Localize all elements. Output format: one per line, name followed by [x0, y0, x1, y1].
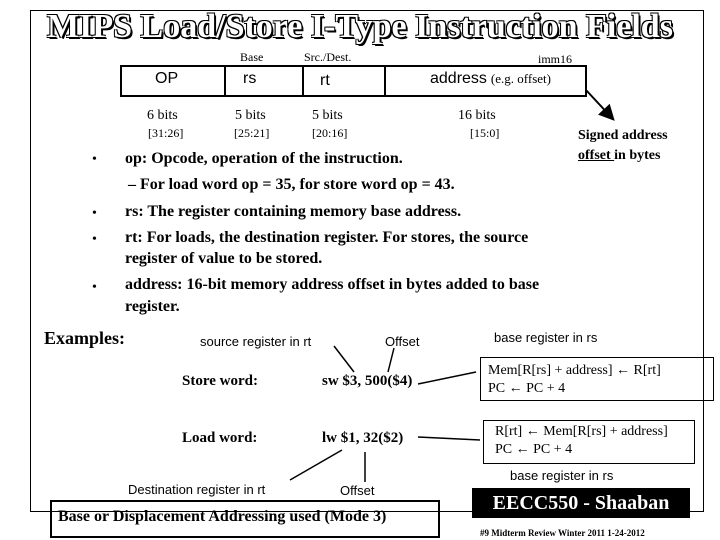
field-address-note: (e.g. offset) [490, 71, 551, 86]
bullet-dot: • [92, 232, 97, 247]
load-semantics-line1: R[rt] ← Mem[R[rs] + address] [495, 424, 668, 439]
bullet-rs: rs: The register containing memory base … [125, 203, 462, 220]
store-word-code: sw $3, 500($4) [322, 373, 413, 389]
load-semantics-box [483, 420, 695, 464]
range-rt: [20:16] [312, 126, 348, 140]
field-rs: rs [243, 70, 257, 87]
signed-address-arrow [585, 89, 615, 121]
field-address: address (e.g. offset) [430, 70, 551, 88]
slide-frame [30, 10, 704, 512]
bits-op: 6 bits [147, 108, 178, 123]
load-semantics-line2: PC ← PC + 4 [495, 442, 573, 457]
bullet-rt-cont: register of value to be stored. [125, 250, 323, 267]
offset-label-top: Offset [385, 334, 420, 349]
bullet-address: address: 16-bit memory address offset in… [125, 276, 540, 293]
bullet-address-cont: register. [125, 298, 180, 315]
range-address: [15:0] [470, 126, 500, 140]
field-divider [224, 67, 226, 95]
slide-title: MIPS Load/Store I-Type Instruction Field… [47, 8, 673, 45]
bits-rs: 5 bits [235, 108, 266, 123]
store-word-label: Store word: [182, 373, 258, 389]
store-semantics-line1: Mem[R[rs] + address] ← R[rt] [488, 363, 661, 378]
header-src-dest: Src./Dest. [304, 50, 352, 64]
store-semantics-line2: PC ← PC + 4 [488, 381, 566, 396]
bullet-dot: • [92, 206, 97, 221]
load-word-code: lw $1, 32($2) [322, 430, 404, 446]
signed-note-inbytes: in bytes [614, 148, 661, 163]
field-op: OP [155, 70, 179, 87]
load-word-label: Load word: [182, 430, 258, 446]
instruction-format-box [120, 65, 587, 97]
store-to-semantics-connector [417, 371, 477, 385]
course-brand: EECC550 - Shaaban [472, 488, 690, 518]
offset-top-connector [387, 347, 395, 373]
bullet-dot: • [92, 280, 97, 295]
base-register-label-top: base register in rs [494, 330, 598, 345]
slide-footer: #9 Midterm Review Winter 2011 1-24-2012 [480, 528, 645, 538]
bullet-dot: • [92, 152, 97, 167]
signed-note-line2: offset in bytes [578, 148, 660, 164]
field-divider [302, 67, 304, 95]
bullet-op: op: Opcode, operation of the instruction… [125, 150, 403, 167]
bullet-rt: rt: For loads, the destination register.… [125, 229, 529, 246]
bullet-op-sub: – For load word op = 35, for store word … [128, 176, 455, 193]
store-semantics-box [480, 357, 714, 401]
load-to-semantics-connector [417, 436, 481, 441]
header-imm16: imm16 [538, 52, 573, 66]
header-base: Base [240, 50, 264, 64]
bits-address: 16 bits [458, 108, 496, 123]
destination-register-connector [289, 449, 343, 481]
range-rs: [25:21] [234, 126, 270, 140]
destination-register-label: Destination register in rt [128, 482, 266, 497]
bits-rt: 5 bits [312, 108, 343, 123]
field-address-name: address [430, 70, 487, 87]
examples-label: Examples: [44, 328, 125, 348]
signed-note-line1: Signed address [578, 128, 668, 143]
source-register-connector [333, 345, 355, 373]
base-register-label-bottom: base register in rs [510, 468, 614, 483]
signed-note-offset: offset [578, 148, 615, 163]
field-rt: rt [320, 72, 330, 89]
field-divider [384, 67, 386, 95]
addressing-mode-box [50, 500, 440, 538]
range-op: [31:26] [148, 126, 184, 140]
source-register-label: source register in rt [200, 334, 312, 349]
offset-label-bottom: Offset [340, 483, 375, 498]
addressing-mode-label: Base or Displacement Addressing used (Mo… [58, 508, 387, 525]
